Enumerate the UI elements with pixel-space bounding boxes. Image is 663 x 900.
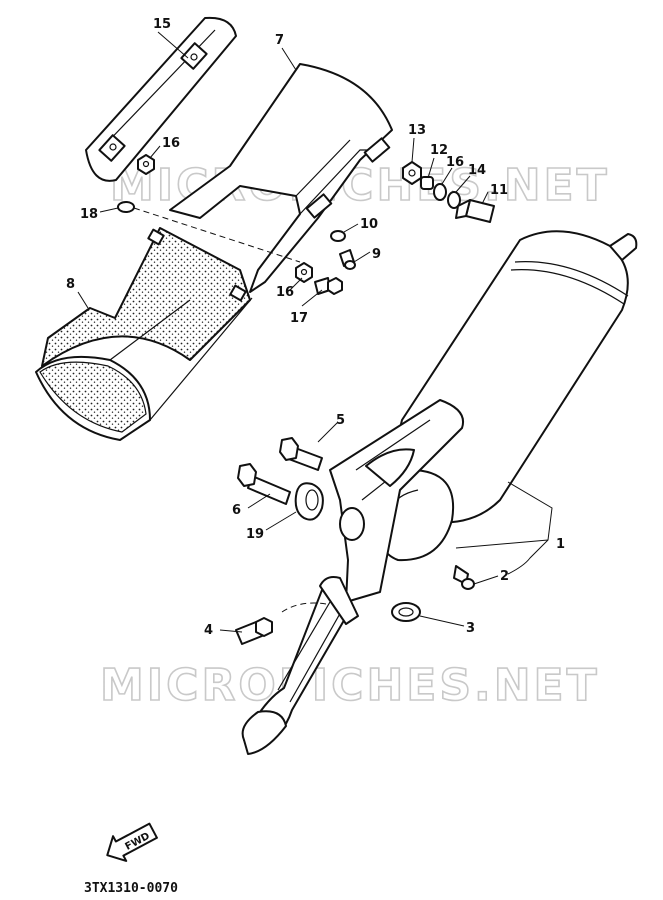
callout-11: 11 [490, 183, 508, 198]
part-heat-shield-8 [35, 227, 253, 441]
part-bolt-17 [314, 277, 343, 295]
callout-1: 1 [556, 537, 565, 552]
part-screw-2 [453, 565, 475, 590]
callout-6: 6 [232, 503, 241, 518]
diagram-code: 3TX1310-0070 [84, 881, 178, 896]
part-bolt-4 [235, 617, 273, 645]
part-grommet-18 [117, 201, 135, 213]
callout-12: 12 [430, 143, 448, 158]
part-nut-16-lower [295, 262, 313, 283]
callout-2: 2 [500, 569, 509, 584]
callout-16-right: 16 [446, 155, 464, 170]
callout-4: 4 [204, 623, 213, 638]
part-exhaust-pipe [241, 576, 359, 755]
part-washer-10 [330, 230, 346, 242]
part-nut-13 [402, 161, 422, 185]
watermark-bottom: MICROFICHES.NET [100, 660, 600, 711]
callout-5: 5 [336, 413, 345, 428]
part-bolt-6 [237, 463, 291, 505]
part-muffler-1 [376, 230, 638, 562]
part-bolt-11 [455, 199, 495, 223]
part-washer-16 [433, 183, 447, 201]
part-heat-protector-15 [85, 16, 237, 182]
part-gasket-3 [391, 602, 421, 622]
callout-14: 14 [468, 163, 486, 178]
callout-15: 15 [153, 17, 171, 32]
part-damper-19 [294, 482, 324, 521]
part-collar-12 [420, 176, 434, 190]
callout-labels: 15 7 16 18 8 13 12 16 14 11 10 9 16 17 5… [66, 17, 565, 638]
part-screw-9 [339, 249, 356, 270]
callout-10: 10 [360, 217, 378, 232]
callout-16-upper: 16 [162, 136, 180, 151]
callout-9: 9 [372, 247, 381, 262]
leader-lines [77, 31, 553, 633]
callout-8: 8 [66, 277, 75, 292]
part-protector-7 [169, 63, 393, 293]
part-washer-14 [447, 191, 461, 209]
assembly-line-18 [133, 207, 301, 263]
part-bolt-5 [279, 437, 323, 471]
part-nut-16-upper [137, 154, 155, 175]
callout-16-lower: 16 [276, 285, 294, 300]
callout-7: 7 [275, 33, 284, 48]
callout-17: 17 [290, 311, 308, 326]
fwd-arrow-icon: FWD [106, 822, 158, 862]
callout-18: 18 [80, 207, 98, 222]
callout-19: 19 [246, 527, 264, 542]
callout-3: 3 [466, 621, 475, 636]
callout-13: 13 [408, 123, 426, 138]
